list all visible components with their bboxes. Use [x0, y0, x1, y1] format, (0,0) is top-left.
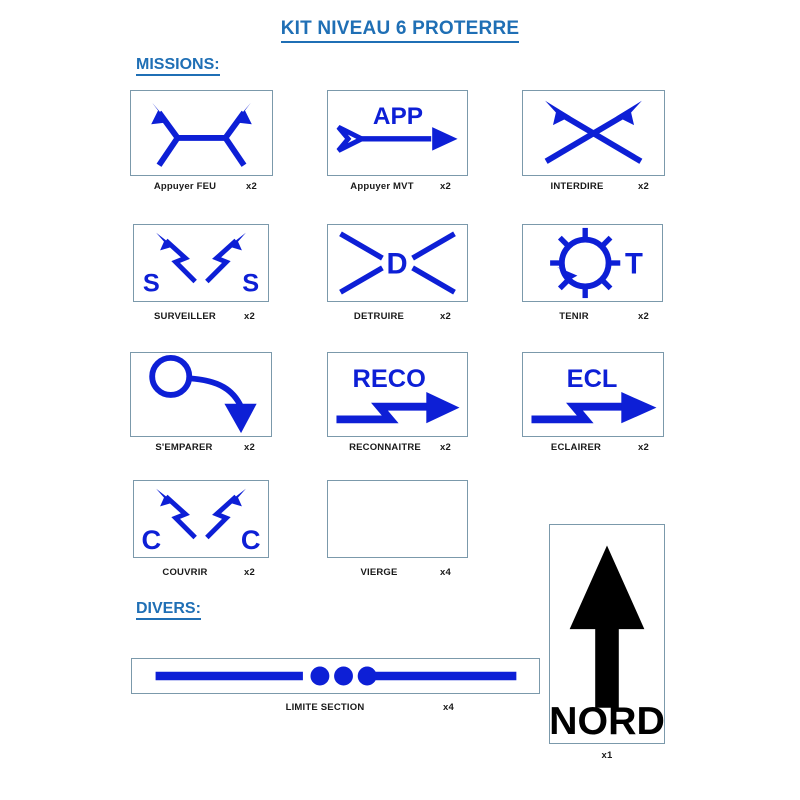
stepped-arrow-icon: ECL — [531, 365, 657, 424]
mission-card-appuyer-mvt[interactable]: APP — [327, 90, 468, 176]
mission-card-eclairer[interactable]: ECL — [522, 352, 664, 437]
mission-inner-text-appuyer-mvt: APP — [373, 103, 423, 130]
mission-inner-text-detruire: D — [386, 249, 407, 281]
divers-card-limite-section[interactable] — [131, 658, 540, 694]
mission-card-semparer[interactable] — [130, 352, 272, 437]
mission-label-interdire: INTERDIRE — [550, 181, 604, 192]
mission-card-interdire[interactable] — [522, 90, 665, 176]
mission-inner-text-tenir: T — [625, 249, 643, 281]
mission-qty-tenir: x2 — [638, 311, 649, 322]
page-title-text: KIT NIVEAU 6 PROTERRE — [280, 18, 520, 43]
mission-card-tenir[interactable]: T — [522, 224, 663, 302]
mission-inner-text-surveiller-right: S — [242, 269, 259, 297]
mission-card-detruire[interactable]: D — [327, 224, 468, 302]
mission-qty-surveiller: x2 — [244, 311, 255, 322]
divers-label-limite-section: LIMITE SECTION — [285, 702, 365, 713]
nord-card[interactable]: NORD — [549, 524, 665, 744]
nord-label-text: NORD — [550, 699, 664, 743]
mission-qty-appuyer-feu: x2 — [246, 181, 257, 192]
mission-label-vierge: VIERGE — [360, 567, 398, 578]
mission-inner-text-reconnaitre: RECO — [353, 365, 426, 393]
mission-inner-text-couvrir-left: C — [141, 524, 161, 555]
mission-label-reconnaitre: RECONNAITRE — [349, 442, 421, 453]
mission-label-tenir: TENIR — [559, 311, 589, 322]
fletched-arrow-icon: APP — [336, 103, 458, 153]
crossed-arrows-icon — [544, 100, 643, 164]
mission-qty-couvrir: x2 — [244, 567, 255, 578]
mission-qty-semparer: x2 — [244, 442, 255, 453]
dashed-line-dots-icon — [155, 666, 517, 686]
double-arrow-fork-icon — [151, 102, 252, 167]
section-heading-divers: DIVERS: — [136, 600, 201, 620]
mission-label-eclairer: ECLAIRER — [550, 442, 602, 453]
mission-label-semparer: S'EMPARER — [155, 442, 213, 453]
mission-card-couvrir[interactable]: C C — [133, 480, 269, 558]
mission-card-appuyer-feu[interactable] — [130, 90, 273, 176]
mission-qty-reconnaitre: x2 — [440, 442, 451, 453]
mission-label-couvrir: COUVRIR — [162, 567, 208, 578]
mission-qty-appuyer-mvt: x2 — [440, 181, 451, 192]
mission-qty-eclairer: x2 — [638, 442, 649, 453]
mission-inner-text-surveiller-left: S — [143, 269, 160, 297]
bowtie-x-icon: D — [339, 231, 456, 295]
stepped-arrow-icon: RECO — [336, 365, 460, 424]
mission-inner-text-couvrir-right: C — [241, 524, 261, 555]
north-arrow-icon: NORD — [550, 545, 664, 743]
nord-qty: x1 — [601, 750, 613, 761]
mission-qty-vierge: x4 — [440, 567, 451, 578]
blank-icon — [328, 481, 467, 557]
mission-qty-detruire: x2 — [440, 311, 451, 322]
mission-card-vierge[interactable] — [327, 480, 468, 558]
mission-label-appuyer-mvt: Appuyer MVT — [350, 181, 414, 192]
lightning-arrows-icon: C C — [141, 488, 261, 555]
section-heading-divers-text: DIVERS: — [136, 600, 201, 620]
spiked-circle-icon: T — [550, 227, 643, 299]
section-heading-missions-text: MISSIONS: — [136, 56, 220, 76]
mission-label-detruire: DETRUIRE — [353, 311, 405, 322]
mission-card-reconnaitre[interactable]: RECO — [327, 352, 468, 437]
section-heading-missions: MISSIONS: — [136, 56, 220, 76]
mission-label-surveiller: SURVEILLER — [153, 311, 216, 322]
divers-qty-limite-section: x4 — [443, 702, 454, 713]
mission-qty-interdire: x2 — [638, 181, 649, 192]
mission-card-surveiller[interactable]: S S — [133, 224, 269, 302]
circle-curved-arrow-icon — [149, 354, 257, 434]
mission-inner-text-eclairer: ECL — [567, 365, 618, 393]
mission-label-appuyer-feu: Appuyer FEU — [153, 181, 217, 192]
lightning-arrows-icon: S S — [143, 232, 259, 297]
page-title: KIT NIVEAU 6 PROTERRE — [0, 18, 800, 43]
